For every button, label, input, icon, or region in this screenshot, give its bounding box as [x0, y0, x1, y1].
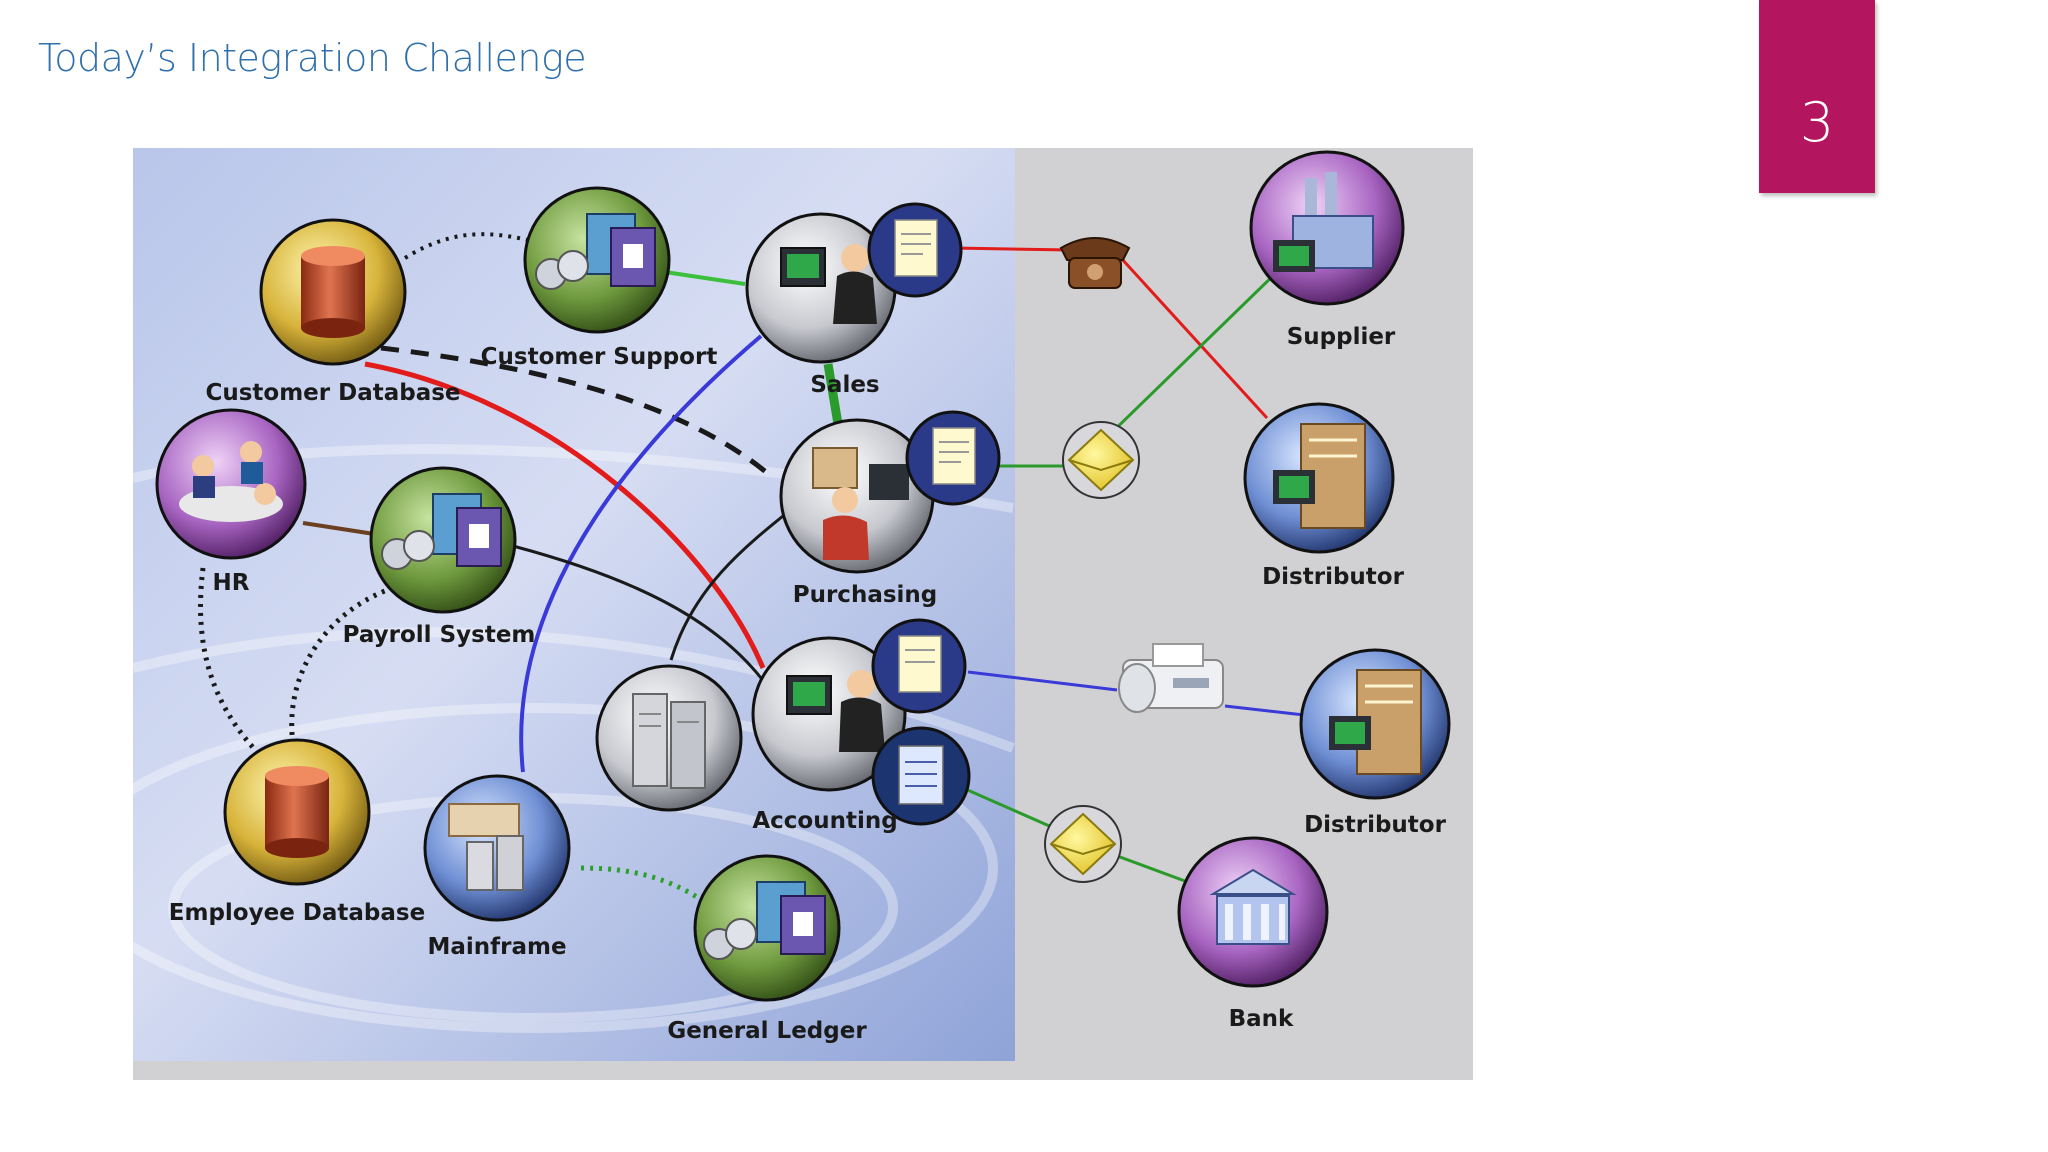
document-doc-icon	[871, 726, 971, 826]
purchase-order-doc-icon	[867, 202, 963, 298]
distributor-label: Distributor	[1304, 812, 1447, 838]
email-envelope-icon	[1062, 421, 1140, 499]
invoice-doc-icon	[871, 618, 967, 714]
payroll-system-label: Payroll System	[343, 622, 536, 648]
sales-label: Sales	[810, 372, 879, 398]
distributor-label: Distributor	[1262, 564, 1405, 590]
workstation-person-icon	[780, 244, 877, 324]
customer-support-label: Customer Support	[481, 344, 718, 370]
telephone-icon	[1059, 237, 1131, 289]
server-rack-icon	[632, 693, 706, 789]
employee-database-label: Employee Database	[169, 900, 425, 926]
hr-node: HR	[155, 408, 307, 596]
office-building-icon	[1329, 669, 1422, 775]
page-number-badge: 3	[1759, 0, 1875, 193]
integration-diagram: Customer Database Customer Support	[133, 148, 1473, 1080]
workstation-person-icon	[786, 670, 885, 752]
database-cylinder-icon	[301, 246, 365, 338]
general-ledger-node: General Ledger	[667, 854, 867, 1044]
general-ledger-label: General Ledger	[667, 1018, 867, 1044]
distributor-node: Distributor	[1299, 648, 1451, 838]
payroll-system-node: Payroll System	[343, 466, 536, 648]
purchasing-label: Purchasing	[793, 582, 938, 608]
slide-title: Today’s Integration Challenge	[38, 36, 587, 80]
database-cylinder-icon	[265, 766, 329, 858]
page-number: 3	[1799, 91, 1835, 154]
application-icon	[381, 493, 502, 570]
employee-database-node: Employee Database	[169, 738, 425, 926]
servers-node	[595, 664, 743, 812]
fax-machine-icon	[1118, 643, 1224, 713]
office-building-icon	[1273, 423, 1366, 529]
email-envelope-icon	[1044, 805, 1122, 883]
bank-label: Bank	[1229, 1006, 1294, 1032]
purchase-order-doc-icon	[905, 410, 1001, 506]
mainframe-label: Mainframe	[427, 934, 566, 960]
mainframe-node: Mainframe	[423, 774, 571, 960]
application-icon	[703, 881, 826, 960]
bank-icon	[1209, 868, 1297, 945]
meeting-people-icon	[179, 441, 283, 522]
supplier-label: Supplier	[1287, 324, 1396, 350]
supplier-node: Supplier	[1249, 150, 1405, 350]
distributor-node: Distributor	[1243, 402, 1405, 590]
accounting-node: Accounting	[751, 618, 971, 834]
connection-lines	[198, 232, 1314, 911]
customer-database-label: Customer Database	[205, 380, 460, 406]
application-icon	[535, 213, 656, 290]
bank-node: Bank	[1177, 836, 1329, 1032]
workstation-person-icon	[812, 447, 909, 560]
customer-database-node: Customer Database	[205, 218, 461, 406]
accounting-label: Accounting	[752, 808, 897, 834]
purchasing-node: Purchasing	[779, 410, 1001, 608]
customer-support-node: Customer Support	[481, 186, 718, 370]
hr-label: HR	[213, 570, 250, 596]
sales-node: Sales	[745, 202, 963, 398]
mainframe-icon	[448, 803, 524, 891]
factory-icon	[1273, 172, 1374, 272]
